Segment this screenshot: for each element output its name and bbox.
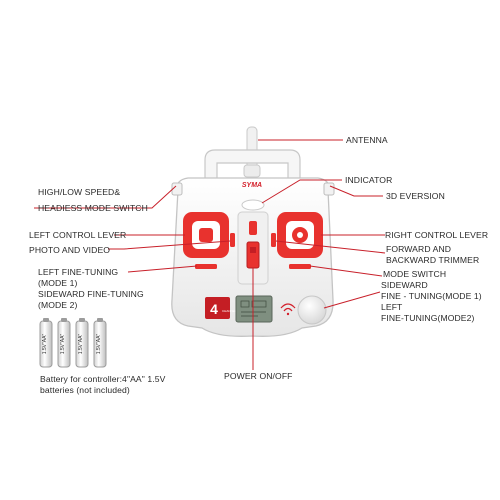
label-battery-note: Battery for controller:4"AA" 1.5V batter… (40, 374, 166, 395)
battery: 1.5V"AA" (93, 318, 107, 368)
label-headless-mode: HEADIESS MODE SWITCH (38, 203, 148, 213)
trimmer-top-button[interactable] (249, 221, 257, 235)
callout-trimmer (275, 240, 386, 254)
battery-group: 1.5V"AA" 1.5V"AA" 1.5V"AA" 1.5V"AA" (39, 318, 107, 368)
callout-lines (34, 139, 386, 370)
label-indicator: INDICATOR (345, 175, 393, 185)
label-right-control-lever: RIGHT CONTROL LEVER (385, 230, 489, 240)
wifi-icon (280, 303, 296, 316)
battery: 1.5V"AA" (39, 318, 53, 368)
label-left-fine-tuning: LEFT FINE-TUNING (MODE 1) SIDEWARD FINE-… (38, 267, 144, 310)
lcd-screen (235, 295, 273, 323)
callout-sideward-tuning (323, 291, 381, 309)
3d-eversion-button[interactable] (323, 182, 335, 196)
mode-badge: 4 CHANNEL (205, 297, 237, 319)
callout-3d-eversion (329, 185, 383, 197)
svg-text:1.5V"AA": 1.5V"AA" (96, 334, 102, 355)
svg-text:1.5V"AA": 1.5V"AA" (60, 334, 66, 355)
svg-text:1.5V"AA": 1.5V"AA" (42, 334, 48, 355)
forward-backward-trimmer[interactable] (271, 233, 276, 247)
label-power: POWER ON/OFF (224, 371, 293, 381)
label-mode-switch: MODE SWITCH (383, 269, 447, 279)
callout-left-fine-tuning (127, 265, 198, 273)
label-high-low-speed: HIGH/LOW SPEED& (38, 187, 121, 197)
brand-logo: SYMA (242, 182, 262, 189)
label-3d-eversion: 3D EVERSION (386, 191, 445, 201)
callout-speed-switch (34, 185, 177, 209)
svg-text:4: 4 (210, 301, 218, 317)
callout-indicator (261, 179, 342, 204)
mode-switch-knob[interactable] (297, 295, 327, 325)
battery: 1.5V"AA" (57, 318, 71, 368)
label-sideward-fine-tuning: SIDEWARD FINE - TUNING(MODE 1) LEFT FINE… (381, 280, 482, 323)
battery: 1.5V"AA" (75, 318, 89, 368)
indicator-light (241, 199, 265, 211)
callout-photo-video (108, 240, 231, 250)
svg-text:1.5V"AA": 1.5V"AA" (78, 334, 84, 355)
label-photo-video: PHOTO AND VIDEO (29, 245, 111, 255)
left-fine-tuning[interactable] (195, 264, 217, 269)
power-switch[interactable] (246, 241, 260, 269)
label-antenna: ANTENNA (346, 135, 388, 145)
photo-video-button[interactable] (230, 233, 235, 247)
svg-text:CHANNEL: CHANNEL (222, 309, 237, 313)
label-forward-backward-trimmer: FORWARD AND BACKWARD TRIMMER (386, 244, 480, 265)
label-left-control-lever: LEFT CONTROL LEVER (29, 230, 127, 240)
high-low-speed-switch[interactable] (171, 182, 183, 196)
callout-mode-switch (309, 265, 383, 277)
sideward-fine-tuning[interactable] (289, 264, 311, 269)
left-control-lever[interactable] (183, 212, 229, 258)
right-control-lever[interactable] (277, 212, 323, 258)
